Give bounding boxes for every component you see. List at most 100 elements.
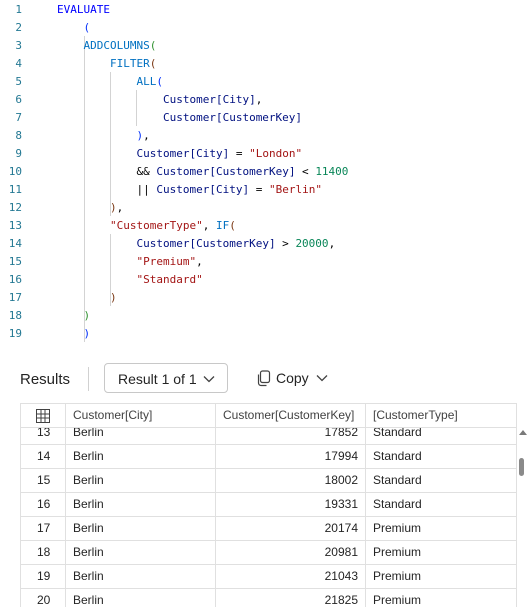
cell-customerkey[interactable]: 17852 bbox=[216, 428, 366, 444]
row-index[interactable]: 20 bbox=[21, 589, 66, 607]
code-token: ( bbox=[229, 219, 236, 232]
cell-customertype[interactable]: Premium bbox=[373, 545, 422, 559]
scroll-up-arrow-icon[interactable] bbox=[519, 429, 527, 435]
select-all-cell[interactable] bbox=[21, 404, 66, 427]
row-index[interactable]: 19 bbox=[21, 565, 66, 588]
code-line[interactable]: 15 "Premium", bbox=[0, 253, 530, 271]
cell-city[interactable]: Berlin bbox=[66, 517, 216, 540]
code-line[interactable]: 16 "Standard" bbox=[0, 271, 530, 289]
code-line[interactable]: 19 ) bbox=[0, 325, 530, 343]
cell-customerkey[interactable]: 20981 bbox=[216, 541, 366, 564]
code-text: Customer[CustomerKey] > 20000, bbox=[57, 235, 335, 253]
code-line[interactable]: 2 ( bbox=[0, 19, 530, 37]
vertical-scrollbar[interactable] bbox=[517, 425, 530, 607]
line-number: 17 bbox=[8, 291, 22, 304]
row-index[interactable]: 14 bbox=[21, 445, 66, 468]
results-title: Results bbox=[20, 371, 71, 388]
column-header-city[interactable]: Customer[City] bbox=[66, 404, 216, 427]
code-token bbox=[57, 327, 84, 340]
code-line[interactable]: 17 ) bbox=[0, 289, 530, 307]
line-number: 15 bbox=[8, 255, 22, 268]
cell-city[interactable]: Berlin bbox=[66, 541, 216, 564]
line-number: 2 bbox=[15, 21, 22, 34]
code-text: || Customer[City] = "Berlin" bbox=[57, 181, 322, 199]
row-index[interactable]: 13 bbox=[21, 428, 66, 444]
cell-city[interactable]: Berlin bbox=[66, 565, 216, 588]
code-line[interactable]: 3 ADDCOLUMNS( bbox=[0, 37, 530, 55]
row-index[interactable]: 16 bbox=[21, 493, 66, 516]
cell-customerkey[interactable]: 20174 bbox=[216, 517, 366, 540]
code-token: || bbox=[136, 183, 157, 196]
cell-customertype[interactable]: Premium bbox=[373, 593, 422, 607]
code-text: EVALUATE bbox=[57, 1, 110, 19]
code-line[interactable]: 4 FILTER( bbox=[0, 55, 530, 73]
line-number: 19 bbox=[8, 327, 22, 340]
cell-city[interactable]: Berlin bbox=[66, 589, 216, 607]
code-token: Customer bbox=[162, 93, 216, 106]
copy-button[interactable]: Copy bbox=[252, 363, 336, 393]
code-text: Customer[City] = "London" bbox=[57, 145, 302, 163]
code-line[interactable]: 6 Customer[City], bbox=[0, 91, 530, 109]
cell-city[interactable]: Berlin bbox=[66, 428, 216, 444]
column-header-customertype[interactable]: [CustomerType] bbox=[373, 408, 458, 422]
line-number: 8 bbox=[15, 129, 22, 142]
code-token bbox=[57, 165, 136, 178]
cell-customerkey[interactable]: 21043 bbox=[216, 565, 366, 588]
code-token: = bbox=[229, 147, 250, 160]
cell-customertype[interactable]: Standard bbox=[373, 449, 422, 463]
code-text: "CustomerType", IF( bbox=[57, 217, 236, 235]
column-header-customerkey[interactable]: Customer[CustomerKey] bbox=[216, 404, 366, 427]
code-line[interactable]: 5 ALL( bbox=[0, 73, 530, 91]
cell-city[interactable]: Berlin bbox=[66, 445, 216, 468]
code-line[interactable]: 12 ), bbox=[0, 199, 530, 217]
code-line[interactable]: 8 ), bbox=[0, 127, 530, 145]
code-token: , bbox=[202, 219, 216, 232]
code-token bbox=[57, 111, 163, 124]
row-index[interactable]: 17 bbox=[21, 517, 66, 540]
code-line[interactable]: 9 Customer[City] = "London" bbox=[0, 145, 530, 163]
cell-customertype[interactable]: Standard bbox=[373, 428, 422, 439]
cell-customerkey[interactable]: 18002 bbox=[216, 469, 366, 492]
cell-customertype[interactable]: Premium bbox=[373, 569, 422, 583]
code-token: = bbox=[249, 183, 269, 196]
code-line[interactable]: 7 Customer[CustomerKey] bbox=[0, 109, 530, 127]
code-text: ), bbox=[57, 199, 123, 217]
row-index[interactable]: 18 bbox=[21, 541, 66, 564]
copy-label: Copy bbox=[276, 370, 309, 386]
code-text: ) bbox=[57, 307, 91, 325]
cell-city[interactable]: Berlin bbox=[66, 493, 216, 516]
code-token: ( bbox=[83, 21, 91, 34]
code-token: , bbox=[196, 255, 203, 268]
code-line[interactable]: 14 Customer[CustomerKey] > 20000, bbox=[0, 235, 530, 253]
code-line[interactable]: 18 ) bbox=[0, 307, 530, 325]
code-line[interactable]: 10 && Customer[CustomerKey] < 11400 bbox=[0, 163, 530, 181]
cell-city[interactable]: Berlin bbox=[66, 469, 216, 492]
results-table[interactable]: Customer[City] Customer[CustomerKey] [Cu… bbox=[20, 403, 517, 607]
results-toolbar: Results Result 1 of 1 Copy bbox=[0, 352, 530, 402]
cell-customertype[interactable]: Standard bbox=[373, 497, 422, 511]
cell-customerkey[interactable]: 17994 bbox=[216, 445, 366, 468]
code-token: [CustomerKey] bbox=[189, 237, 276, 250]
code-token: ( bbox=[149, 39, 157, 52]
scrollbar-thumb[interactable] bbox=[519, 458, 524, 476]
code-line[interactable]: 13 "CustomerType", IF( bbox=[0, 217, 530, 235]
code-token: "Berlin" bbox=[268, 183, 322, 196]
cell-customertype[interactable]: Standard bbox=[373, 473, 422, 487]
code-line[interactable]: 11 || Customer[City] = "Berlin" bbox=[0, 181, 530, 199]
result-selector-dropdown[interactable]: Result 1 of 1 bbox=[104, 363, 228, 393]
cell-customertype[interactable]: Premium bbox=[373, 521, 422, 535]
cell-customerkey[interactable]: 19331 bbox=[216, 493, 366, 516]
cell-customerkey[interactable]: 21825 bbox=[216, 589, 366, 607]
code-token bbox=[57, 147, 136, 160]
row-index[interactable]: 15 bbox=[21, 469, 66, 492]
